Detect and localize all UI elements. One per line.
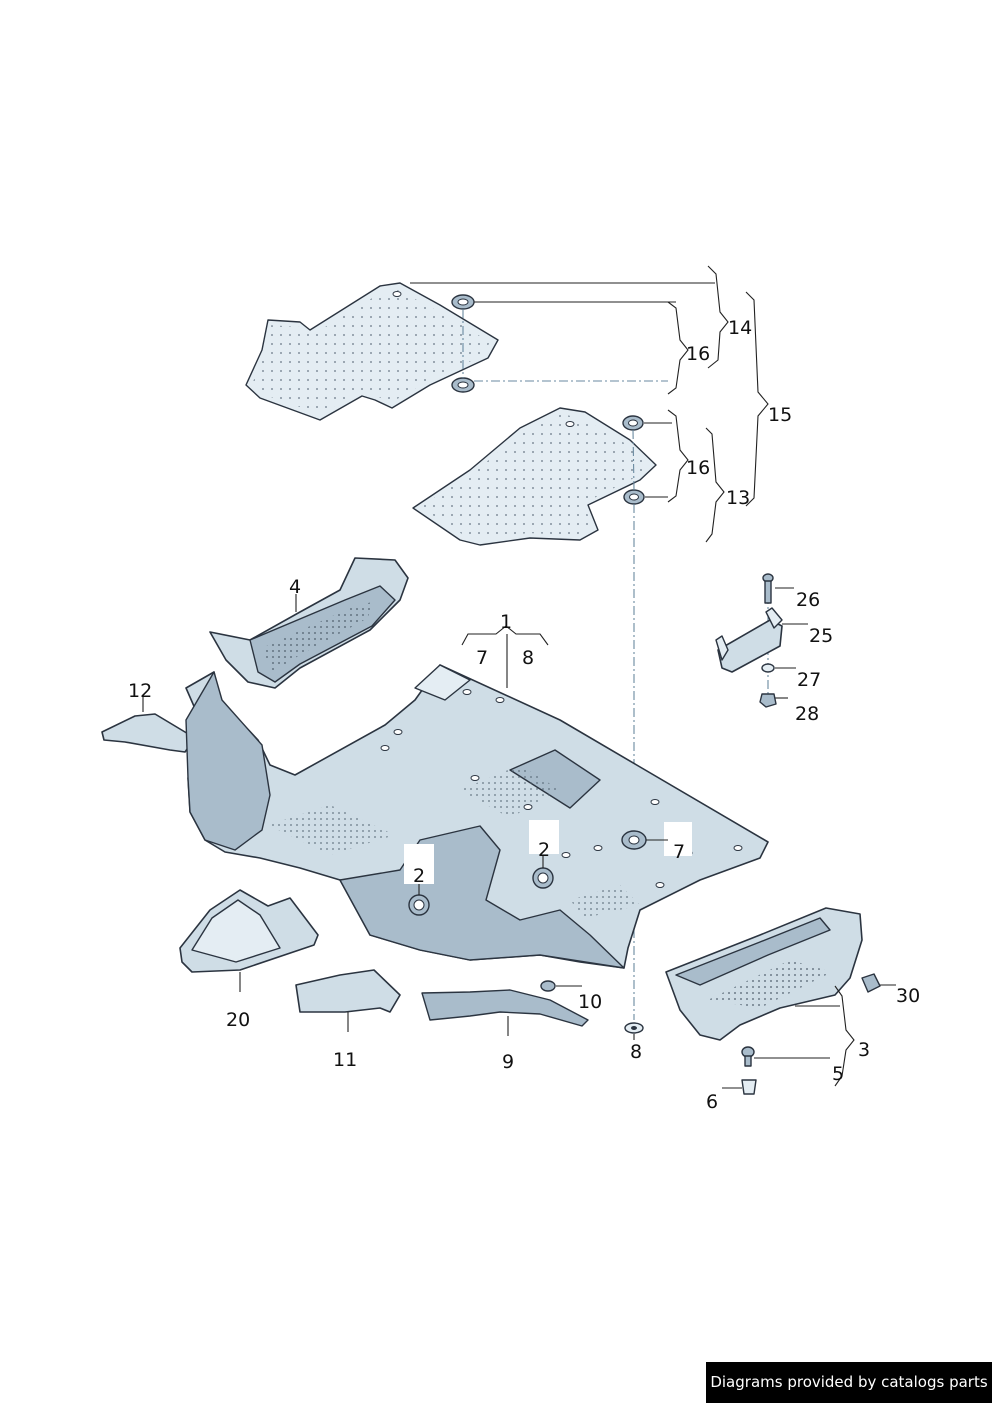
part-11-trim (295, 969, 401, 1032)
callout-2-left: 2 (413, 865, 425, 887)
callout-8-center: 8 (522, 647, 534, 669)
callout-16-upper: 16 (686, 343, 710, 365)
callout-10: 10 (578, 991, 602, 1013)
part-20-cover (179, 889, 319, 992)
callout-6: 6 (706, 1091, 718, 1113)
part-3-storage-tray (665, 907, 863, 1041)
retaining-clip-lower-1 (622, 415, 644, 431)
nut-28 (759, 693, 777, 708)
callout-20: 20 (226, 1009, 250, 1031)
callout-5: 5 (832, 1063, 844, 1085)
callout-27: 27 (797, 669, 821, 691)
bolt-26 (762, 573, 774, 604)
floor-mat-front-right (412, 407, 657, 546)
callout-1: 1 (500, 611, 512, 633)
callout-2-right: 2 (538, 839, 550, 861)
part-9-insulation (421, 989, 589, 1036)
pad-30 (861, 973, 881, 993)
bolt-5 (741, 1046, 755, 1067)
callout-28: 28 (795, 703, 819, 725)
part-12-trim (101, 713, 196, 753)
callout-4: 4 (289, 576, 301, 598)
floor-mat-front-left (245, 282, 499, 421)
leader-lines-bottom-right (722, 587, 896, 1089)
nut-6 (741, 1079, 757, 1095)
callout-25: 25 (809, 625, 833, 647)
credit-banner: Diagrams provided by catalogs parts (706, 1362, 992, 1403)
callout-7-right: 7 (673, 841, 685, 863)
retaining-clip-upper-1 (451, 294, 475, 310)
callout-13: 13 (726, 487, 750, 509)
callout-8-bottom: 8 (630, 1041, 642, 1063)
washer-27 (761, 663, 775, 673)
retaining-clip-upper-2 (451, 377, 475, 393)
retaining-clip-lower-2 (623, 489, 645, 505)
callout-7-center: 7 (476, 647, 488, 669)
leader-lines-center (142, 594, 549, 712)
callout-12: 12 (128, 680, 152, 702)
callout-14: 14 (728, 317, 752, 339)
callout-16-lower: 16 (686, 457, 710, 479)
callout-3: 3 (858, 1039, 870, 1061)
fastener-2-right (529, 820, 559, 889)
callout-30: 30 (896, 985, 920, 1007)
leader-lines-top (410, 265, 769, 1020)
fastener-8-bottom (624, 1022, 644, 1040)
fastener-2-left (404, 844, 434, 916)
part-4-cover (209, 557, 409, 689)
fastener-10 (540, 980, 582, 992)
bracket-25 (715, 607, 783, 673)
callout-26: 26 (796, 589, 820, 611)
fastener-7-on-carpet (621, 822, 692, 856)
callouts: 1 2 2 3 4 5 6 7 7 8 8 9 10 11 12 13 14 1… (128, 317, 920, 1113)
callout-15: 15 (768, 404, 792, 426)
callout-9: 9 (502, 1051, 514, 1073)
callout-11: 11 (333, 1049, 357, 1071)
